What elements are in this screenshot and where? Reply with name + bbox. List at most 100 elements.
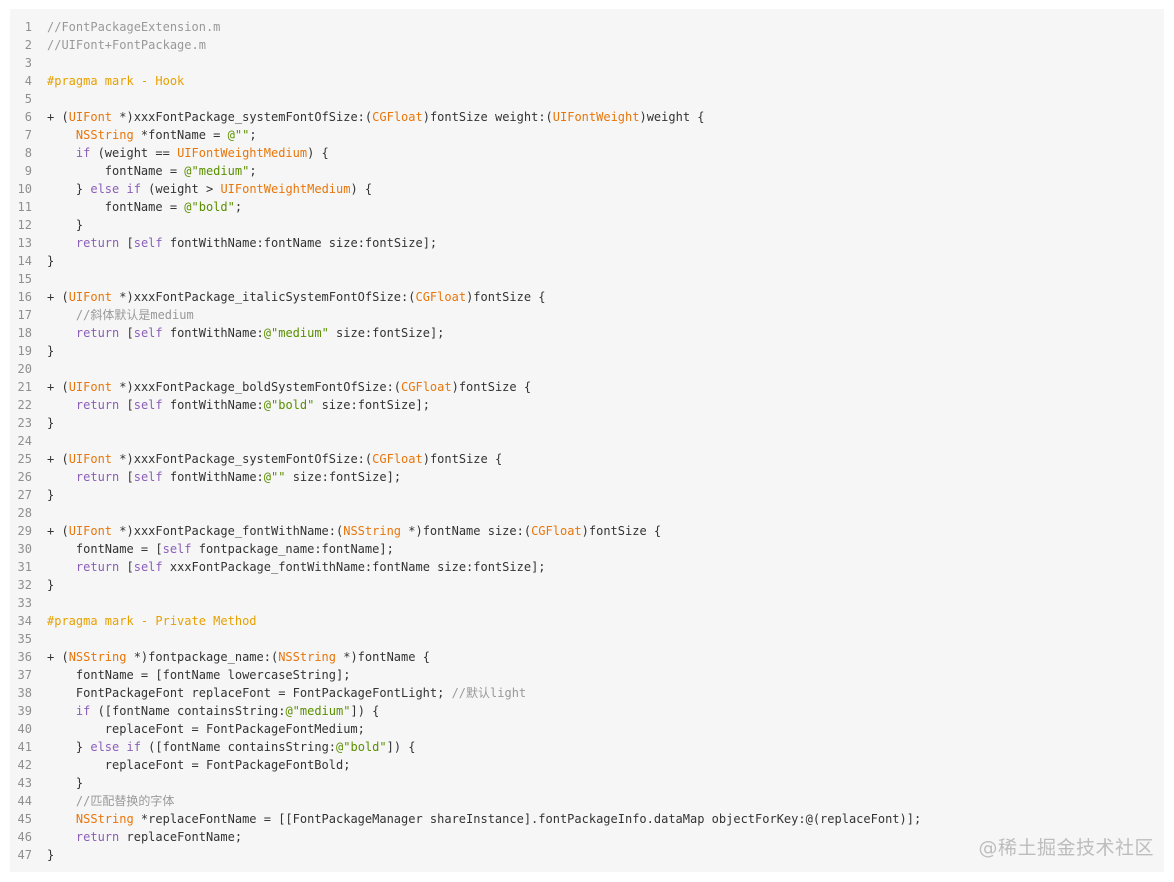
code-text: } xyxy=(47,846,54,864)
code-token-type: UIFontWeightMedium xyxy=(177,146,308,160)
code-token-plain: *)fontpackage_name:( xyxy=(126,650,279,664)
code-text: return [self fontWithName:@"" size:fontS… xyxy=(47,468,401,486)
code-token-plain: (weight == xyxy=(90,146,178,160)
code-text: //斜体默认是medium xyxy=(47,306,194,324)
code-line: 17 //斜体默认是medium xyxy=(10,306,1164,324)
code-token-plain: size:fontSize]; xyxy=(285,470,402,484)
code-line: 30 fontName = [self fontpackage_name:fon… xyxy=(10,540,1164,558)
code-line: 33 xyxy=(10,594,1164,612)
code-token-type: NSString xyxy=(68,650,127,664)
code-token-plain: *)xxxFontPackage_systemFontOfSize:( xyxy=(112,110,373,124)
line-number: 32 xyxy=(17,578,32,592)
code-text: NSString *replaceFontName = [[FontPackag… xyxy=(47,810,921,828)
code-line: 8 if (weight == UIFontWeightMedium) { xyxy=(10,144,1164,162)
code-token-keyword: if xyxy=(126,740,141,754)
code-text: } xyxy=(47,414,54,432)
code-line: 23} xyxy=(10,414,1164,432)
code-token-plain: [ xyxy=(119,236,134,250)
code-token-type: UIFont xyxy=(68,452,113,466)
code-token-plain: )fontSize { xyxy=(581,524,662,538)
code-line: 28 xyxy=(10,504,1164,522)
line-number: 3 xyxy=(24,56,32,70)
code-token-type: UIFont xyxy=(68,110,113,124)
code-token-plain: [ xyxy=(119,560,134,574)
line-number: 33 xyxy=(17,596,32,610)
line-number: 25 xyxy=(17,452,32,466)
line-number: 14 xyxy=(17,254,32,268)
code-token-string: @"bold" xyxy=(263,398,315,412)
code-token-plain: size:fontSize]; xyxy=(314,398,430,412)
code-token-plain: + ( xyxy=(47,452,69,466)
line-number: 13 xyxy=(17,236,32,250)
code-token-plain: ]) { xyxy=(350,704,380,718)
code-line: 35 xyxy=(10,630,1164,648)
code-token-comment: //FontPackageExtension.m xyxy=(47,20,221,34)
code-text: #pragma mark - Hook xyxy=(47,72,184,90)
code-token-plain: } xyxy=(47,344,55,358)
code-token-plain: xxxFontPackage_fontWithName:fontName siz… xyxy=(162,560,546,574)
code-token-keyword: if xyxy=(75,704,91,718)
code-token-keyword: return xyxy=(75,560,120,574)
code-text: return [self fontWithName:fontName size:… xyxy=(47,234,437,252)
code-token-plain: ) { xyxy=(307,146,329,160)
code-text: } else if ([fontName containsString:@"bo… xyxy=(47,738,416,756)
code-token-plain: } xyxy=(47,416,55,430)
code-token-plain: ; xyxy=(249,128,257,142)
code-line: 21+ (UIFont *)xxxFontPackage_boldSystemF… xyxy=(10,378,1164,396)
code-token-string: @"medium" xyxy=(184,164,250,178)
code-text: } xyxy=(47,576,54,594)
line-number: 10 xyxy=(17,182,32,196)
code-token-plain: replaceFont = FontPackageFontBold; xyxy=(47,758,351,772)
code-text: + (UIFont *)xxxFontPackage_systemFontOfS… xyxy=(47,108,705,126)
code-line: 5 xyxy=(10,90,1164,108)
code-token-pragma: #pragma mark - Hook xyxy=(47,74,185,88)
code-line: 7 NSString *fontName = @""; xyxy=(10,126,1164,144)
line-number: 4 xyxy=(24,74,32,88)
code-token-plain xyxy=(47,236,76,250)
line-number: 26 xyxy=(17,470,32,484)
code-line: 24 xyxy=(10,432,1164,450)
line-number: 27 xyxy=(17,488,32,502)
code-token-type: UIFont xyxy=(68,290,113,304)
code-token-type: UIFont xyxy=(68,380,113,394)
code-token-type: UIFontWeight xyxy=(552,110,640,124)
code-text: + (NSString *)fontpackage_name:(NSString… xyxy=(47,648,430,666)
line-number: 23 xyxy=(17,416,32,430)
code-token-plain: replaceFont = FontPackageFontMedium; xyxy=(47,722,365,736)
code-token-plain: fontName = xyxy=(47,200,185,214)
code-text: FontPackageFont replaceFont = FontPackag… xyxy=(47,684,526,702)
line-number: 41 xyxy=(17,740,32,754)
line-number: 7 xyxy=(24,128,32,142)
code-token-comment: //斜体默认是medium xyxy=(75,308,194,322)
code-token-type: CGFloat xyxy=(372,452,423,466)
code-token-plain: size:fontSize]; xyxy=(328,326,445,340)
code-line: 31 return [self xxxFontPackage_fontWithN… xyxy=(10,558,1164,576)
code-token-type: UIFontWeightMedium xyxy=(220,182,351,196)
line-number: 29 xyxy=(17,524,32,538)
code-line: 46 return replaceFontName; xyxy=(10,828,1164,846)
line-number: 36 xyxy=(17,650,32,664)
code-line: 40 replaceFont = FontPackageFontMedium; xyxy=(10,720,1164,738)
line-number: 39 xyxy=(17,704,32,718)
line-number: 19 xyxy=(17,344,32,358)
code-line: 32} xyxy=(10,576,1164,594)
code-token-string: @"medium" xyxy=(285,704,351,718)
code-line: 14} xyxy=(10,252,1164,270)
code-token-string: @"bold" xyxy=(336,740,387,754)
code-token-plain: } xyxy=(47,848,55,862)
line-number: 6 xyxy=(24,110,32,124)
code-token-type: CGFloat xyxy=(401,380,452,394)
code-token-keyword: self xyxy=(133,398,163,412)
line-number: 35 xyxy=(17,632,32,646)
line-number: 9 xyxy=(24,164,32,178)
code-token-keyword: if xyxy=(126,182,141,196)
line-number: 12 xyxy=(17,218,32,232)
code-token-plain: )fontSize { xyxy=(451,380,532,394)
code-token-plain: } xyxy=(47,578,55,592)
code-token-pragma: #pragma mark - Private Method xyxy=(47,614,257,628)
code-line: 38 FontPackageFont replaceFont = FontPac… xyxy=(10,684,1164,702)
code-token-plain: } xyxy=(47,776,84,790)
code-token-plain: ; xyxy=(234,200,243,214)
